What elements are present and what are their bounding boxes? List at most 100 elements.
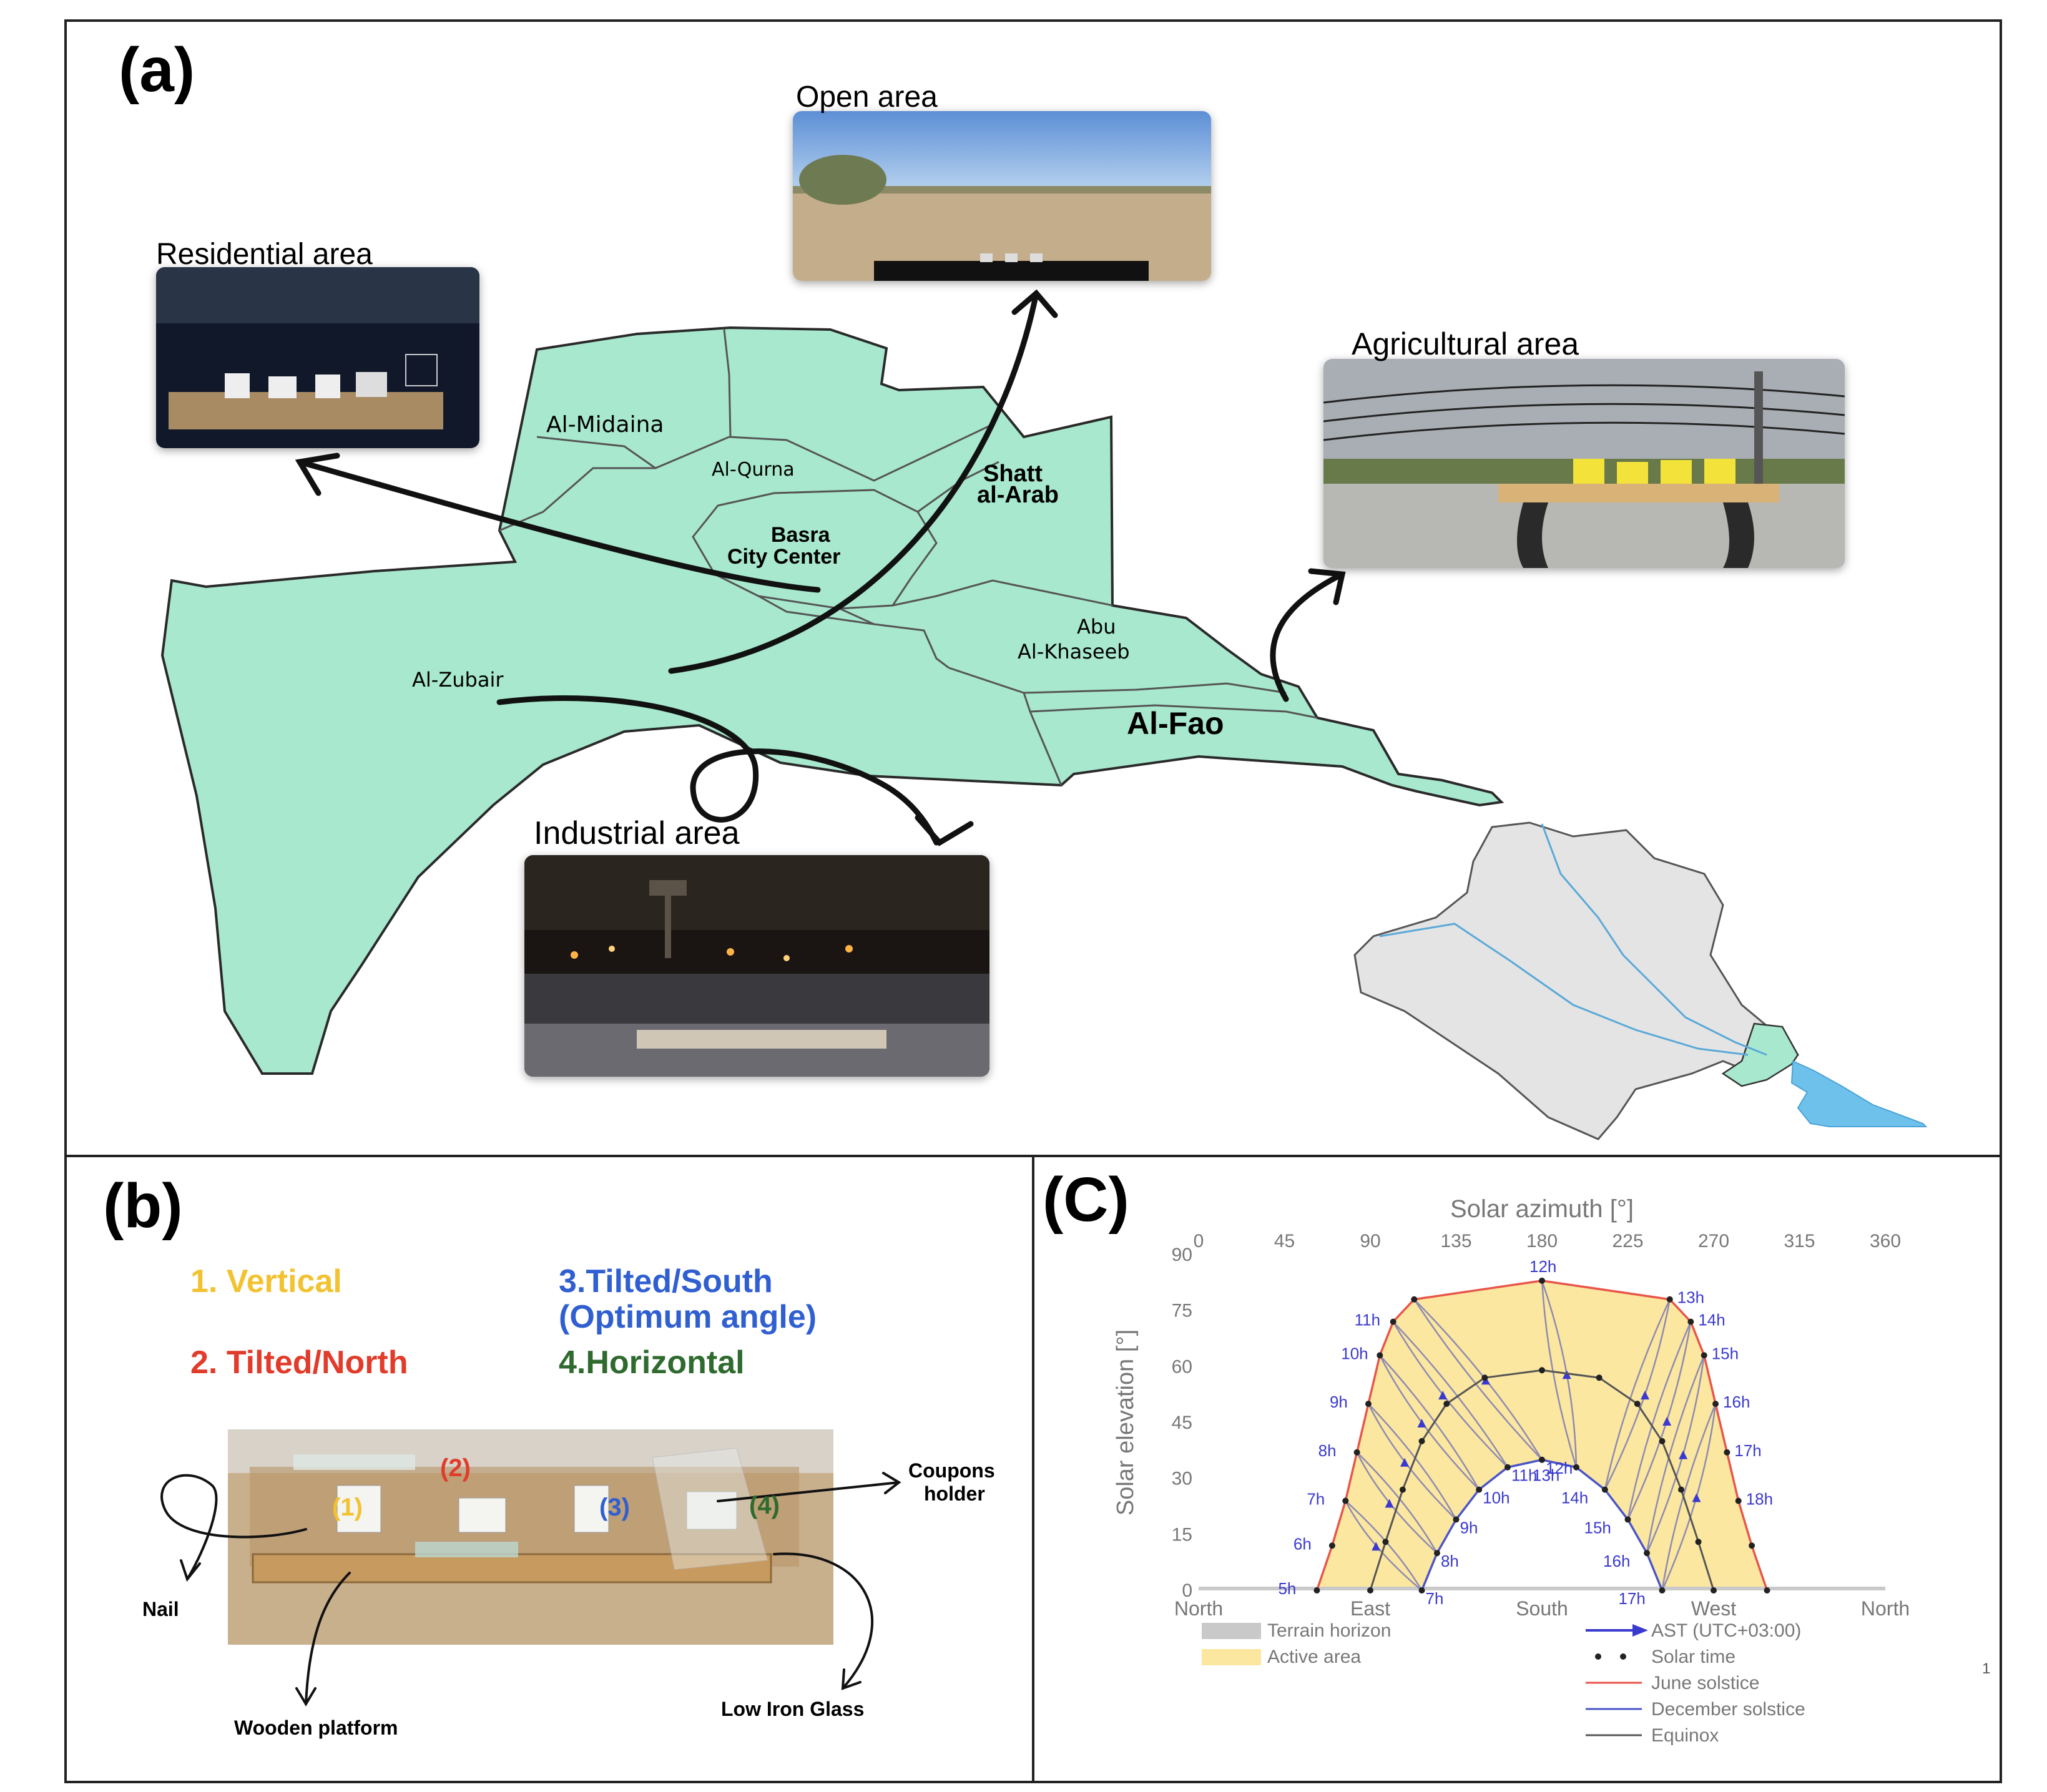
orientation-tilted-south-line2: (Optimum angle): [559, 1299, 817, 1335]
x-tick-bottom-label: West: [1691, 1597, 1736, 1620]
ast-curve: [1627, 1321, 1692, 1520]
legend-swatch-terrain-horizon: [1202, 1623, 1261, 1639]
side-mark: 1: [1982, 1660, 1991, 1677]
coupon-holder-3: [574, 1485, 609, 1533]
solar-time-dot: [1443, 1401, 1450, 1408]
solar-time-dot: [1735, 1497, 1742, 1504]
legend-label: December solstice: [1651, 1699, 1805, 1720]
district-abu-al-khaseeb-line1: Abu: [1077, 615, 1116, 639]
x-tick-bottom-label: North: [1174, 1597, 1223, 1620]
open-area-photo: [793, 111, 1211, 281]
legend-label: Equinox: [1651, 1725, 1719, 1746]
x-tick-top-label: 0: [1194, 1231, 1204, 1251]
open-area-title: Open area: [796, 81, 938, 114]
hour-label: 15h: [1584, 1518, 1611, 1537]
y-tick-label: 15: [1172, 1524, 1192, 1545]
gulf-water: [1790, 1060, 1928, 1127]
arrowhead-wooden: [295, 1687, 317, 1706]
district-border: [723, 329, 732, 438]
legend-swatch-active-area: [1202, 1649, 1261, 1665]
residential-area-photo: [156, 267, 479, 448]
solar-time-dot: [1377, 1352, 1383, 1359]
holder-number-2: (2): [440, 1454, 471, 1482]
hour-label: 16h: [1723, 1393, 1750, 1411]
hour-label: 12h: [1546, 1459, 1573, 1477]
hour-label: 17h: [1619, 1589, 1646, 1608]
hour-label: 17h: [1734, 1441, 1761, 1460]
ast-curve: [1345, 1500, 1423, 1591]
hour-label: 11h: [1355, 1311, 1380, 1329]
basra-inset-highlight: [1721, 1022, 1799, 1087]
arrow-wooden-platform: [305, 1572, 351, 1705]
iraq-outline: [1353, 821, 1800, 1140]
coupon-holder-1: [336, 1485, 381, 1533]
arrowhead-nail: [180, 1559, 201, 1582]
ast-arrowhead: [1641, 1391, 1649, 1400]
ast-curve: [1413, 1299, 1543, 1461]
ast-curve: [1392, 1321, 1509, 1468]
orientation-tilted-north: 2. Tilted/North: [190, 1344, 408, 1381]
terrain-horizon: [1199, 1587, 1885, 1590]
solar-time-dot: [1353, 1449, 1360, 1456]
coupon-holder-4: [686, 1491, 737, 1530]
legend-swatch-solar-time: [1620, 1653, 1626, 1660]
ast-arrowhead: [1692, 1493, 1701, 1502]
arrow-to-open-area: [668, 290, 1039, 674]
holder-number-3: (3): [599, 1494, 630, 1521]
holder-number-1: (1): [332, 1494, 363, 1521]
x-tick-top-label: 315: [1784, 1231, 1815, 1251]
glass-horizontal: [652, 1447, 768, 1570]
solar-time-dot: [1418, 1437, 1425, 1444]
y-tick-label: 60: [1172, 1356, 1192, 1377]
solar-time-dot: [1411, 1296, 1418, 1303]
solar-time-dot: [1724, 1449, 1730, 1456]
solar-time-dot: [1678, 1486, 1685, 1493]
hour-label: 11h: [1511, 1466, 1537, 1485]
panel-b-letter: (b): [103, 1171, 183, 1241]
solar-time-dot: [1695, 1539, 1702, 1545]
orientation-horizontal: 4.Horizontal: [559, 1344, 745, 1381]
arrow-to-residential: [297, 459, 821, 593]
hour-label: 13h: [1677, 1288, 1704, 1307]
location-arrows: [295, 289, 1346, 846]
legend-swatch-solar-time: [1595, 1653, 1601, 1660]
hour-label: 14h: [1561, 1489, 1588, 1507]
solar-time-dot: [1433, 1550, 1440, 1557]
legend-swatch-ast-head: [1632, 1624, 1648, 1637]
solar-time-dot: [1711, 1587, 1717, 1594]
basra-map: [160, 326, 1505, 1075]
annotation-low-iron-glass: Low Iron Glass: [721, 1698, 865, 1720]
annotation-nail: Nail: [142, 1598, 179, 1620]
y-tick-label: 45: [1172, 1413, 1192, 1433]
legend-label: Solar time: [1651, 1647, 1735, 1667]
legend-label: AST (UTC+03:00): [1651, 1620, 1801, 1641]
panel-c-letter: (C): [1043, 1165, 1129, 1235]
hour-label: 12h: [1529, 1257, 1556, 1276]
solar-time-dot: [1313, 1587, 1320, 1594]
tigris-river: [1541, 823, 1767, 1056]
district-basra-line1: Basra: [771, 523, 830, 547]
arrowhead-residential: [295, 453, 340, 496]
euphrates-river: [1379, 923, 1749, 1056]
y-tick-label: 90: [1172, 1245, 1192, 1265]
legend-label: Active area: [1267, 1647, 1361, 1667]
ast-arrowhead: [1417, 1419, 1426, 1427]
solar-time-dot: [1505, 1464, 1511, 1471]
solar-time-dot: [1596, 1374, 1603, 1381]
solar-time-dot: [1659, 1437, 1666, 1444]
glass-vertical: [293, 1454, 415, 1470]
solar-time-dot: [1687, 1318, 1694, 1325]
district-border: [536, 436, 730, 469]
legend-label: Terrain horizon: [1267, 1620, 1391, 1641]
solar-time-dot: [1399, 1486, 1406, 1493]
agricultural-area-photo: [1323, 359, 1845, 568]
solar-time-dot: [1539, 1277, 1545, 1284]
sun-path-chart: 5h6h7h8h9h10h11h12h13h14h15h16h17h18h7h8…: [1112, 1195, 1910, 1746]
industrial-area-photo: [524, 855, 989, 1077]
ast-curve: [1541, 1280, 1578, 1468]
orientation-tilted-south-line1: 3.Tilted/South: [559, 1263, 773, 1300]
arrow-coupons-holder: [717, 1481, 900, 1502]
solar-time-dot: [1365, 1401, 1372, 1408]
industrial-area-title: Industrial area: [534, 815, 740, 851]
ast-curve: [1368, 1403, 1457, 1520]
